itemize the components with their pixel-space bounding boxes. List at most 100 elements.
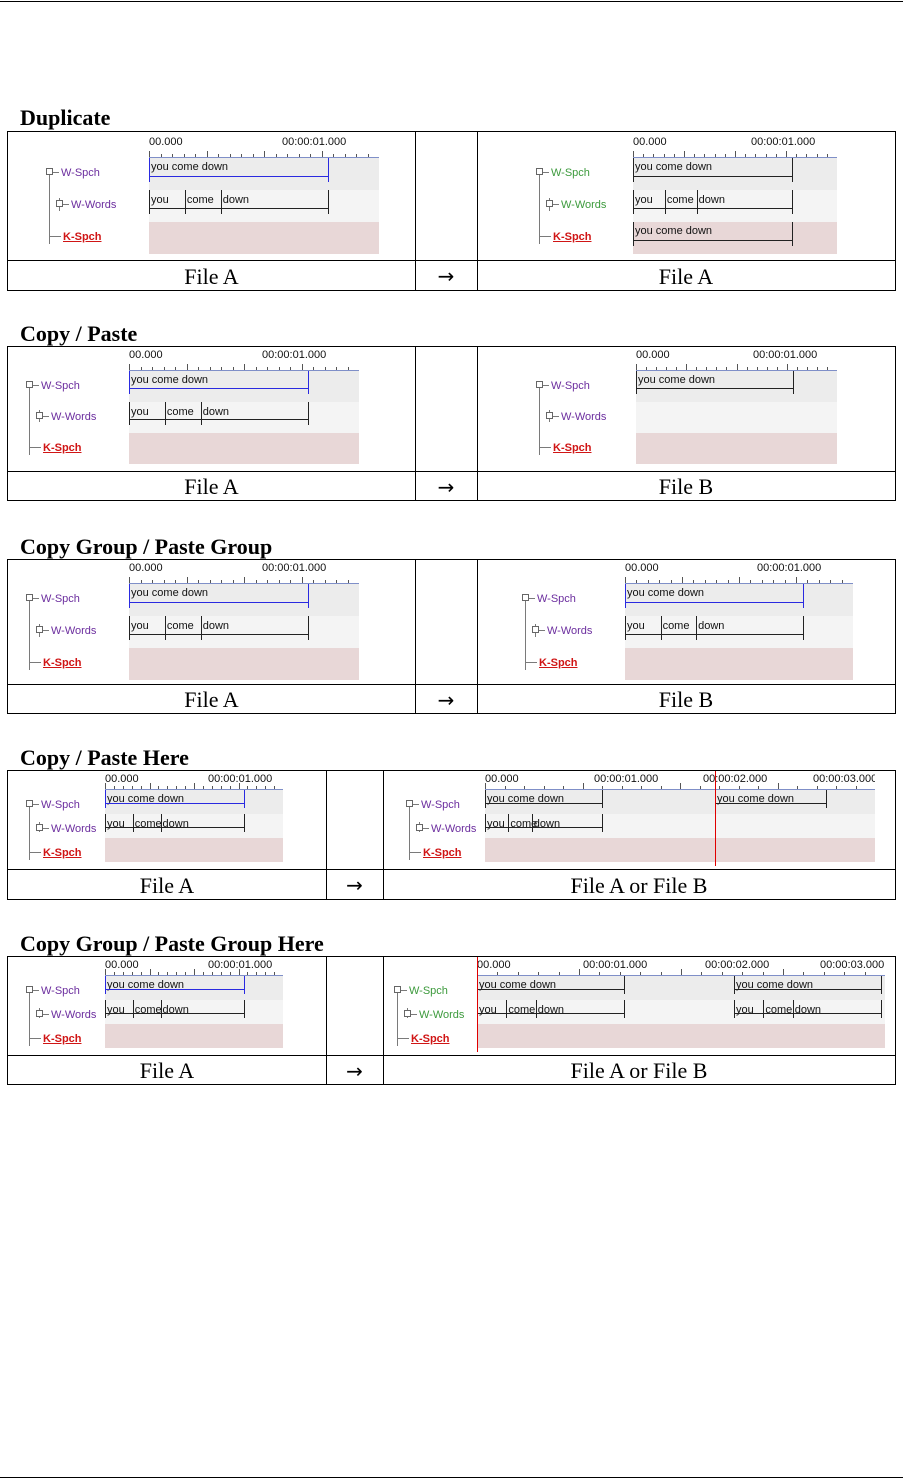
annotation-phrase[interactable]: you come down — [638, 374, 716, 386]
tier-row-w-spch[interactable]: you come down you come down — [485, 790, 875, 814]
tier-row-k-spch[interactable] — [477, 1024, 885, 1048]
annotation-phrase[interactable]: you come down — [635, 225, 713, 237]
tier-row-w-words[interactable]: you come down — [129, 616, 359, 648]
tier-row-k-spch[interactable] — [129, 433, 359, 464]
expand-node-icon[interactable] — [26, 986, 33, 993]
tier-row-w-words[interactable]: you come down — [633, 190, 837, 222]
expand-node-icon[interactable] — [536, 168, 543, 175]
annotation-word[interactable]: down — [537, 1004, 565, 1016]
annotation-word[interactable]: you — [487, 818, 505, 830]
expand-node-icon[interactable] — [26, 594, 33, 601]
tier-row-w-spch[interactable]: you come down — [636, 371, 837, 402]
tier-row-k-spch[interactable] — [636, 433, 837, 464]
tier-row-w-words[interactable]: you come down — [149, 190, 379, 222]
annotation-phrase[interactable]: you come down — [107, 793, 185, 805]
tier-name-w-words[interactable]: W-Words — [51, 625, 97, 637]
tier-row-w-spch[interactable]: you come down — [149, 158, 379, 190]
annotation-phrase[interactable]: you come down — [131, 587, 209, 599]
annotation-word[interactable]: you — [151, 194, 169, 206]
annotation-word[interactable]: you — [736, 1004, 754, 1016]
annotation-word[interactable]: down — [222, 194, 250, 206]
expand-node-icon[interactable] — [404, 1010, 411, 1017]
annotation-phrase[interactable]: you come down — [627, 587, 705, 599]
tier-row-k-spch[interactable] — [129, 648, 359, 680]
tier-row-k-spch[interactable]: you come down — [633, 222, 837, 254]
tier-name-k-spch[interactable]: K-Spch — [553, 231, 592, 243]
annotation-word[interactable]: down — [162, 818, 189, 830]
annotation-phrase[interactable]: you come down — [717, 793, 795, 805]
annotation-word[interactable]: come — [666, 194, 694, 206]
tier-name-k-spch[interactable]: K-Spch — [411, 1033, 450, 1045]
annotation-word[interactable]: you — [627, 620, 645, 632]
annotation-word[interactable]: down — [698, 194, 725, 206]
tier-name-w-spch[interactable]: W-Spch — [41, 799, 80, 811]
tier-row-k-spch[interactable] — [625, 648, 853, 680]
expand-node-icon[interactable] — [546, 200, 553, 207]
expand-node-icon[interactable] — [36, 412, 43, 419]
annotation-word[interactable]: you — [479, 1004, 497, 1016]
tier-row-k-spch[interactable] — [105, 1024, 283, 1048]
annotation-word[interactable]: down — [202, 620, 230, 632]
annotation-word[interactable]: you — [131, 620, 149, 632]
annotation-word[interactable]: come — [186, 194, 214, 206]
tier-name-w-words[interactable]: W-Words — [71, 199, 117, 211]
tier-name-k-spch[interactable]: K-Spch — [43, 657, 82, 669]
annotation-word[interactable]: down — [698, 620, 725, 632]
expand-node-icon[interactable] — [56, 200, 63, 207]
expand-node-icon[interactable] — [416, 824, 423, 831]
annotation-phrase[interactable]: you come down — [487, 793, 565, 805]
annotation-word[interactable]: you — [107, 1004, 125, 1016]
tier-name-w-spch[interactable]: W-Spch — [537, 593, 576, 605]
expand-node-icon[interactable] — [36, 824, 43, 831]
expand-node-icon[interactable] — [36, 626, 43, 633]
tier-name-w-spch[interactable]: W-Spch — [551, 380, 590, 392]
annotation-word[interactable]: come — [166, 406, 194, 418]
tier-name-w-words[interactable]: W-Words — [561, 411, 607, 423]
expand-node-icon[interactable] — [406, 800, 413, 807]
tier-name-w-words[interactable]: W-Words — [561, 199, 607, 211]
expand-node-icon[interactable] — [46, 168, 53, 175]
annotation-word[interactable]: down — [533, 818, 561, 830]
expand-node-icon[interactable] — [394, 986, 401, 993]
annotation-word[interactable]: come — [510, 818, 538, 830]
annotation-phrase[interactable]: you come down — [151, 161, 229, 173]
annotation-word[interactable]: come — [765, 1004, 793, 1016]
expand-node-icon[interactable] — [26, 800, 33, 807]
tier-name-k-spch[interactable]: K-Spch — [43, 847, 82, 859]
tier-name-w-words[interactable]: W-Words — [51, 1009, 97, 1021]
tier-name-k-spch[interactable]: K-Spch — [539, 657, 578, 669]
annotation-word[interactable]: down — [162, 1004, 189, 1016]
tier-row-w-words[interactable] — [636, 402, 837, 433]
annotation-word[interactable]: you — [131, 406, 149, 418]
annotation-phrase[interactable]: you come down — [635, 161, 713, 173]
annotation-word[interactable]: you — [635, 194, 653, 206]
annotation-word[interactable]: you — [107, 818, 125, 830]
tier-name-k-spch[interactable]: K-Spch — [553, 442, 592, 454]
tier-name-w-words[interactable]: W-Words — [547, 625, 593, 637]
expand-node-icon[interactable] — [26, 381, 33, 388]
expand-node-icon[interactable] — [36, 1010, 43, 1017]
tier-row-w-spch[interactable]: you come down — [129, 584, 359, 616]
expand-node-icon[interactable] — [532, 626, 539, 633]
tier-name-w-words[interactable]: W-Words — [51, 823, 97, 835]
annotation-word[interactable]: down — [202, 406, 230, 418]
annotation-word[interactable]: come — [166, 620, 194, 632]
expand-node-icon[interactable] — [546, 412, 553, 419]
annotation-word[interactable]: down — [794, 1004, 822, 1016]
tier-row-w-words[interactable]: you come down — [129, 402, 359, 433]
tier-name-w-spch[interactable]: W-Spch — [61, 167, 100, 179]
tier-name-w-spch[interactable]: W-Spch — [421, 799, 460, 811]
tier-name-w-words[interactable]: W-Words — [419, 1009, 465, 1021]
tier-name-w-spch[interactable]: W-Spch — [41, 380, 80, 392]
